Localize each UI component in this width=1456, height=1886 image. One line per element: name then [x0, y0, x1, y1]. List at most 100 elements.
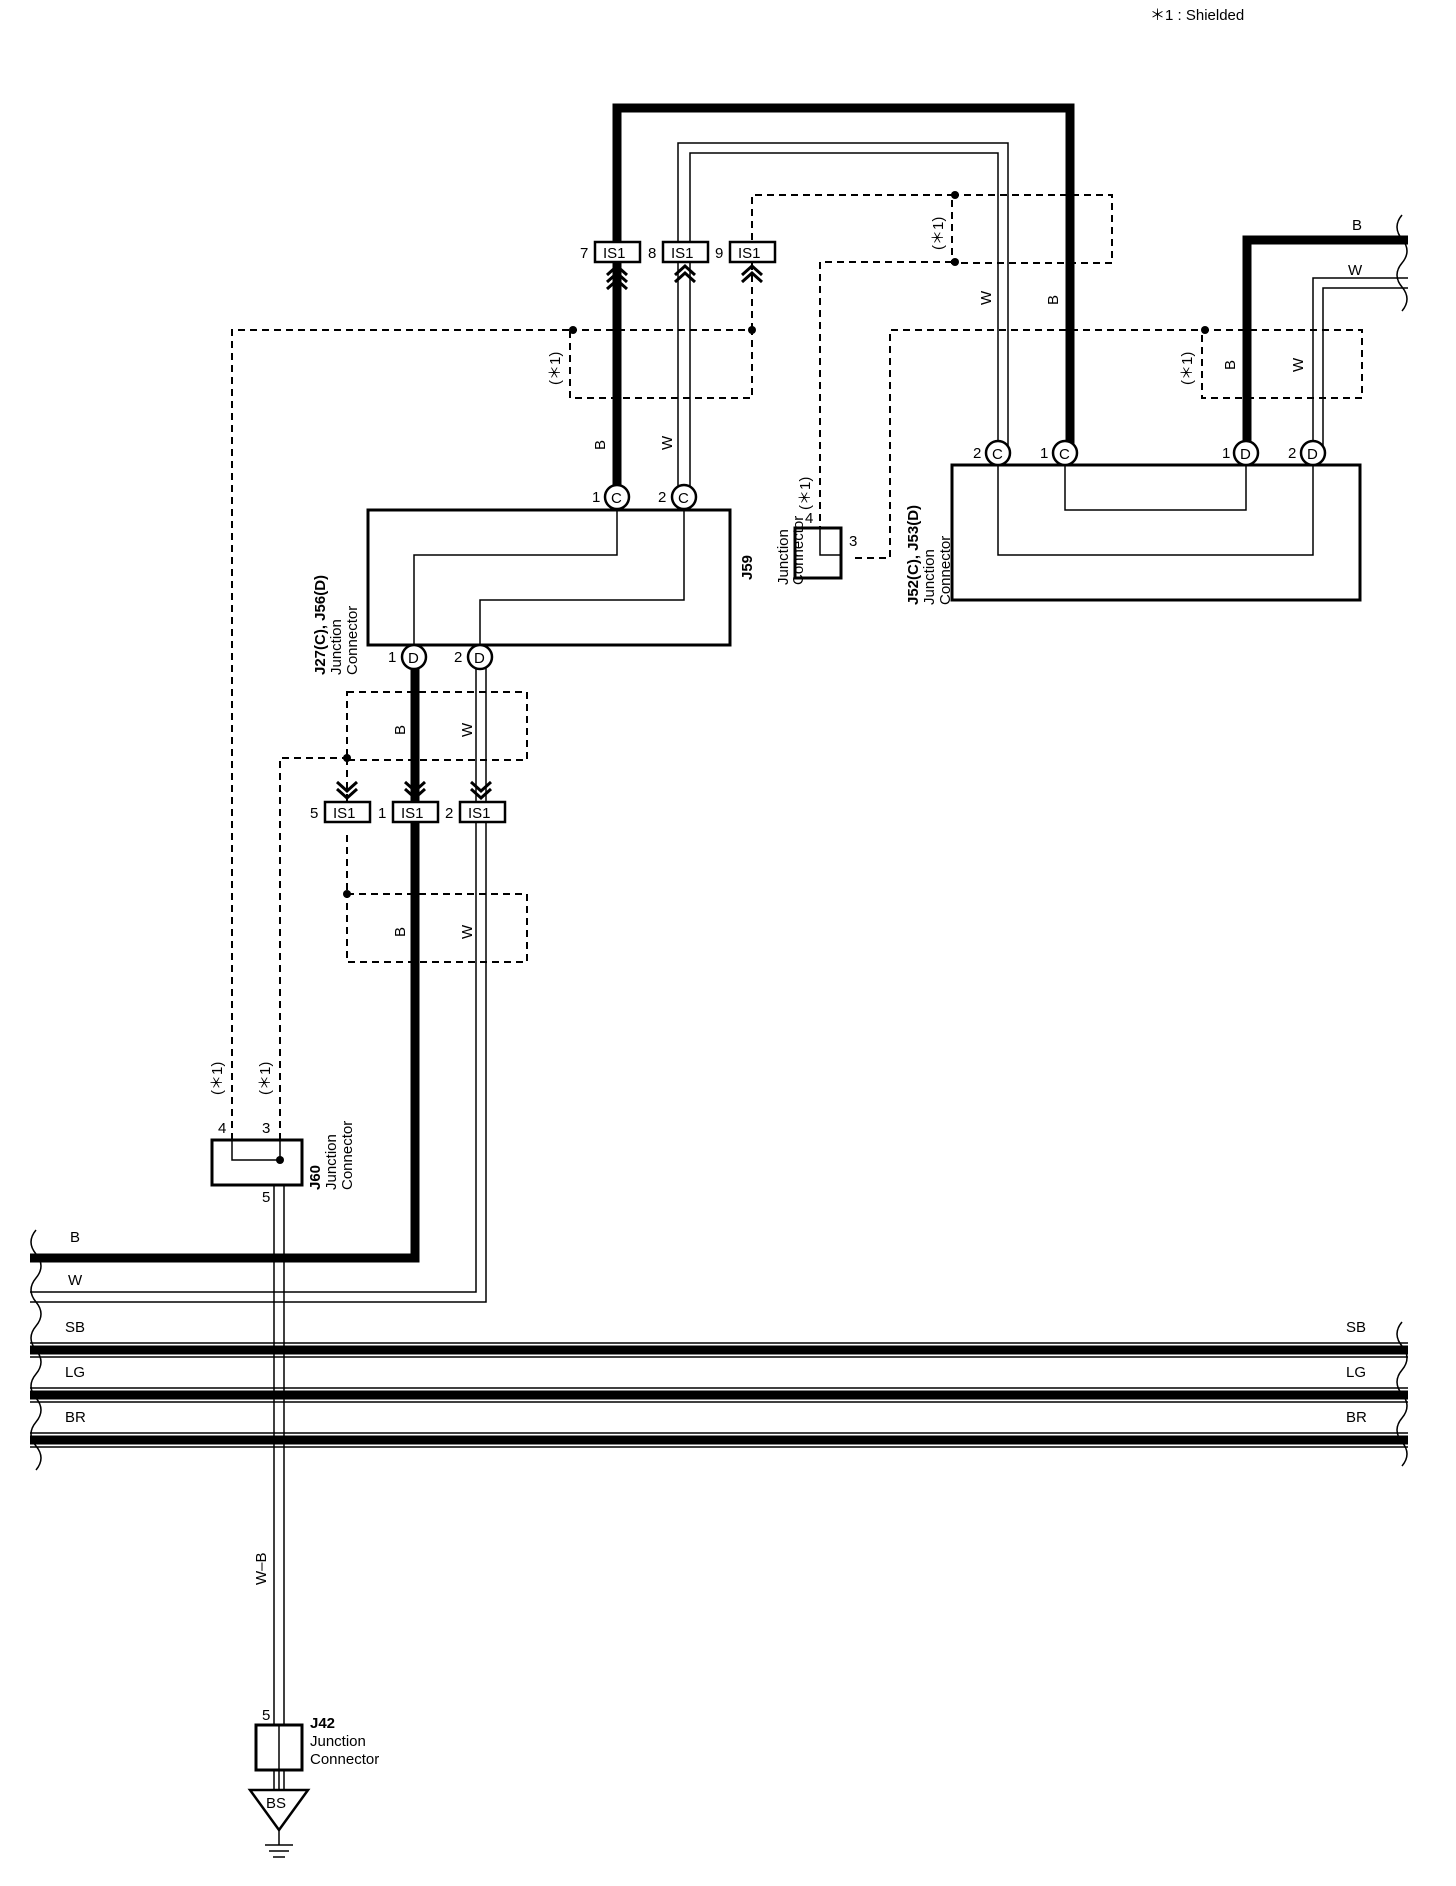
svg-text:Junction: Junction	[775, 529, 792, 585]
svg-text:C: C	[678, 490, 689, 507]
junction-connector-mid	[793, 526, 843, 580]
svg-text:J52(C), J53(D): J52(C), J53(D)	[905, 505, 922, 605]
j42-label: J42 Junction Connector	[310, 1715, 379, 1768]
svg-text:(＊1): (＊1)	[209, 1062, 226, 1095]
wire-break-marks	[30, 214, 1408, 1471]
pin-circles	[400, 439, 1327, 671]
svg-text:B: B	[1222, 360, 1239, 370]
svg-text:3: 3	[849, 533, 857, 550]
svg-text:LG: LG	[1346, 1364, 1366, 1381]
svg-text:W: W	[1348, 262, 1363, 279]
b-wires	[30, 103, 1408, 1445]
svg-text:IS1: IS1	[738, 245, 761, 262]
svg-text:1: 1	[388, 649, 396, 666]
pin-numbers: 1 2 1 2 2 1 1 2 4 3 4 3 5 5	[218, 445, 1296, 1724]
svg-text:IS1: IS1	[671, 245, 694, 262]
svg-text:1: 1	[1040, 445, 1048, 462]
svg-text:Connector: Connector	[339, 1121, 356, 1190]
svg-text:2: 2	[1288, 445, 1296, 462]
svg-text:SB: SB	[65, 1319, 85, 1336]
svg-text:1: 1	[1222, 445, 1230, 462]
svg-text:IS1: IS1	[468, 805, 491, 822]
ground-symbol: BS	[247, 1770, 311, 1858]
wire-color-labels: B W W B B W B W B W B W B W SB SB LG LG …	[65, 217, 1367, 1585]
svg-text:C: C	[611, 490, 622, 507]
svg-text:W: W	[459, 924, 476, 939]
shielded-legend: ＊1 : Shielded	[1150, 7, 1244, 24]
svg-text:(＊1): (＊1)	[797, 477, 814, 510]
svg-text:Connector: Connector	[310, 1751, 379, 1768]
svg-text:1: 1	[378, 805, 386, 822]
svg-text:(＊1): (＊1)	[1179, 352, 1196, 385]
svg-text:W: W	[978, 290, 995, 305]
svg-text:BR: BR	[1346, 1409, 1367, 1426]
svg-text:Junction: Junction	[921, 549, 938, 605]
shield-boxes	[231, 194, 1363, 1140]
svg-text:W–B: W–B	[253, 1552, 270, 1585]
svg-text:9: 9	[715, 245, 723, 262]
pin-letters: C C D D C C D D	[408, 446, 1318, 667]
j60-connector	[210, 1138, 304, 1187]
j59-label: J59	[739, 555, 756, 580]
svg-text:BS: BS	[266, 1795, 286, 1812]
svg-text:W: W	[659, 435, 676, 450]
svg-text:IS1: IS1	[401, 805, 424, 822]
j27-j56-connector	[366, 508, 732, 647]
svg-text:SB: SB	[1346, 1319, 1366, 1336]
svg-text:5: 5	[262, 1189, 270, 1206]
svg-text:D: D	[474, 650, 485, 667]
svg-text:Connector: Connector	[790, 516, 807, 585]
svg-text:IS1: IS1	[603, 245, 626, 262]
junction-connector-mid-label: Junction Connector	[775, 516, 807, 585]
j52-j53-label: J52(C), J53(D) Junction Connector	[905, 505, 954, 605]
svg-text:5: 5	[262, 1707, 270, 1724]
svg-text:J42: J42	[310, 1715, 335, 1732]
svg-text:Junction: Junction	[323, 1134, 340, 1190]
svg-text:LG: LG	[65, 1364, 85, 1381]
svg-text:J60: J60	[307, 1165, 324, 1190]
svg-text:2: 2	[973, 445, 981, 462]
svg-text:Connector: Connector	[937, 536, 954, 605]
svg-text:B: B	[392, 725, 409, 735]
svg-text:B: B	[1045, 295, 1062, 305]
svg-text:B: B	[392, 927, 409, 937]
svg-text:5: 5	[310, 805, 318, 822]
svg-text:W: W	[1290, 357, 1307, 372]
svg-text:B: B	[1352, 217, 1362, 234]
j60-label: J60 Junction Connector	[307, 1121, 356, 1190]
svg-text:4: 4	[218, 1120, 226, 1137]
svg-text:D: D	[1307, 446, 1318, 463]
svg-text:Junction: Junction	[310, 1733, 366, 1750]
shield-junction-dots	[343, 191, 1209, 898]
shield-marks: (＊1) (＊1) (＊1) (＊1) (＊1) (＊1)	[209, 217, 1196, 1095]
svg-text:D: D	[1240, 446, 1251, 463]
svg-text:Connector: Connector	[344, 606, 361, 675]
svg-text:3: 3	[262, 1120, 270, 1137]
svg-text:W: W	[68, 1272, 83, 1289]
svg-text:BR: BR	[65, 1409, 86, 1426]
j52-j53-connector	[950, 463, 1362, 602]
w-wires	[30, 142, 1408, 1805]
svg-text:(＊1): (＊1)	[930, 217, 947, 250]
is1-connectors-bottom: IS1 IS1 IS1 5 1 2	[310, 780, 507, 824]
j27-j56-label: J27(C), J56(D) Junction Connector	[312, 575, 361, 675]
svg-text:4: 4	[805, 510, 813, 527]
svg-text:Junction: Junction	[328, 619, 345, 675]
svg-text:8: 8	[648, 245, 656, 262]
is1-connectors-top: IS1 IS1 IS1 7 8 9	[580, 240, 777, 291]
svg-text:J27(C), J56(D): J27(C), J56(D)	[312, 575, 329, 675]
svg-text:IS1: IS1	[333, 805, 356, 822]
svg-text:(＊1): (＊1)	[547, 352, 564, 385]
svg-text:C: C	[1059, 446, 1070, 463]
j42-connector	[254, 1723, 304, 1772]
svg-text:2: 2	[658, 489, 666, 506]
svg-text:7: 7	[580, 245, 588, 262]
svg-text:D: D	[408, 650, 419, 667]
svg-text:2: 2	[445, 805, 453, 822]
svg-text:W: W	[459, 722, 476, 737]
svg-text:J59: J59	[739, 555, 756, 580]
svg-text:B: B	[592, 440, 609, 450]
svg-text:(＊1): (＊1)	[257, 1062, 274, 1095]
